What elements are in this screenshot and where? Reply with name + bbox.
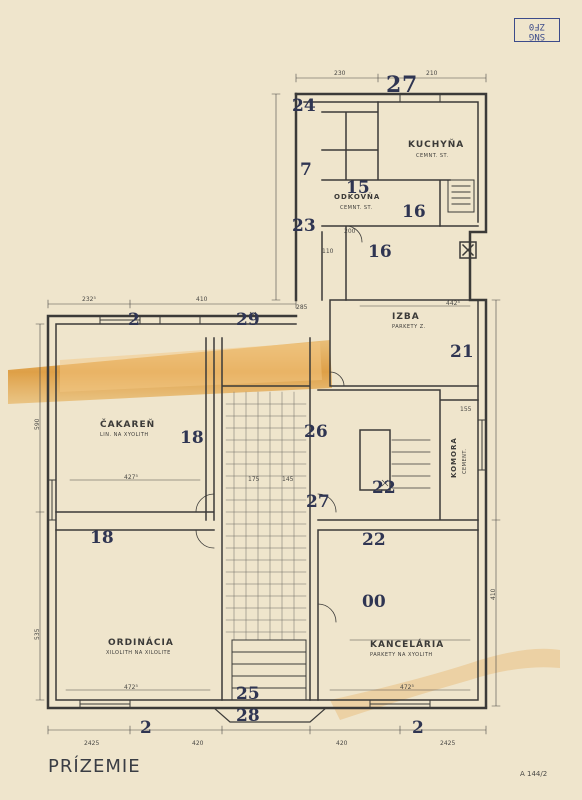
- marker-2-bottom-left: 2: [140, 718, 152, 738]
- room-kuchyna: KUCHYŇA: [408, 140, 465, 150]
- dim-mid-200: 200: [344, 228, 356, 235]
- room-ordinacia: ORDINÁCIA: [108, 638, 174, 648]
- room-odkovna-floor: CEMNT. ST.: [340, 205, 373, 211]
- marker-7-left: 7: [300, 160, 312, 180]
- dim-kancelaria-472: 472⁵: [400, 684, 414, 691]
- dim-bottom-420-left: 420: [192, 740, 204, 747]
- marker-15: 15: [346, 178, 370, 198]
- room-cakaren: ČAKAREŇ: [100, 420, 156, 430]
- dim-side-590: 590: [34, 418, 41, 430]
- dim-mid-145: 145: [282, 476, 294, 483]
- marker-18-lower: 18: [90, 528, 114, 548]
- dim-izba-442: 442⁵: [446, 300, 460, 307]
- dim-bottom-2425-right: 2425: [440, 740, 456, 747]
- upper-wing-walls: [294, 92, 488, 708]
- dim-cakaren-427: 427⁵: [124, 474, 138, 481]
- dim-side-410: 410: [490, 588, 497, 600]
- room-komora-floor: CEMENT.: [462, 448, 468, 474]
- room-ordinacia-floor: XILOLITH NA XILOLITE: [106, 650, 171, 656]
- room-komora: KOMORA: [450, 437, 458, 478]
- marker-00: 00: [362, 592, 386, 612]
- dim-ordinacia-472: 472⁵: [124, 684, 138, 691]
- marker-18-upper: 18: [180, 428, 204, 448]
- stamp-line-2: ZF0: [528, 21, 546, 31]
- archive-code: A 144/2: [520, 770, 548, 778]
- dim-side-535: 535: [34, 628, 41, 640]
- marker-22-lower: 22: [362, 530, 386, 550]
- marker-2-bottom-right: 2: [412, 718, 424, 738]
- marker-16-lower: 16: [368, 242, 392, 262]
- marker-23: 23: [292, 216, 316, 236]
- marker-7-top: 7: [402, 72, 418, 98]
- room-odkovna: ODKOVŇA: [334, 193, 381, 201]
- marker-24: 24: [292, 96, 316, 116]
- corner-marks: [249, 311, 389, 487]
- dim-mid-110: 110: [322, 248, 334, 255]
- marker-2-top: 2: [386, 72, 402, 98]
- marker-25: 25: [236, 684, 260, 704]
- dim-left-410: 410: [196, 296, 208, 303]
- marker-22-upper: 22: [372, 478, 396, 498]
- marker-26: 26: [304, 422, 328, 442]
- marker-28: 28: [236, 706, 260, 726]
- marker-2-top-left: 2: [128, 310, 140, 330]
- marker-16-upper: 16: [402, 202, 426, 222]
- dim-bottom-2425-left: 2425: [84, 740, 100, 747]
- dim-mid-155: 155: [460, 406, 472, 413]
- tape-stain-light: [60, 342, 322, 392]
- water-stain: [330, 648, 560, 720]
- dim-bottom-420-right: 420: [336, 740, 348, 747]
- archive-stamp: SNG ZF0: [514, 18, 560, 42]
- dim-top-210: 210: [426, 70, 438, 77]
- room-kuchyna-floor: CEMNT. ST.: [416, 153, 449, 159]
- main-walls: [46, 314, 488, 710]
- marker-21: 21: [450, 342, 474, 362]
- dim-top-230: 230: [334, 70, 346, 77]
- room-kancelaria: KANCELÁRIA: [370, 640, 445, 650]
- room-cakaren-floor: LIN. NA XYOLITH: [100, 432, 149, 438]
- marker-27: 27: [306, 492, 330, 512]
- room-izba: IZBA: [392, 312, 420, 322]
- room-kancelaria-floor: PARKETY NA XYOLITH: [370, 652, 433, 658]
- room-izba-floor: PARKETY Z.: [392, 324, 426, 330]
- dim-mid-285: 285: [296, 304, 308, 311]
- dim-left-232: 232⁵: [82, 296, 96, 303]
- dim-mid-175: 175: [248, 476, 260, 483]
- marker-29: 29: [236, 310, 260, 330]
- sheet-title: PRÍZEMIE: [48, 756, 141, 777]
- stamp-line-1: SNG: [528, 31, 546, 41]
